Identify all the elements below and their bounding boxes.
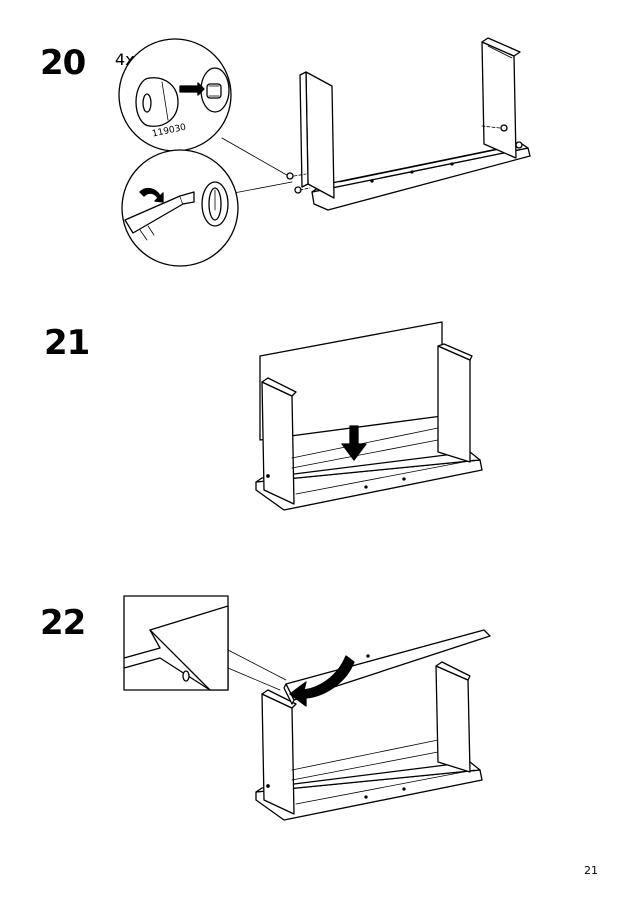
- step-22-illustration: [123, 595, 491, 821]
- curved-arrow-icon: [289, 655, 355, 707]
- cam-screw: [286, 172, 294, 180]
- step-number-20: 20: [40, 43, 86, 83]
- screwdriver-icon: [124, 181, 229, 241]
- step-number-22: 22: [40, 603, 86, 643]
- cam-screw: [500, 124, 508, 132]
- shelf-edge-detail: [123, 605, 229, 691]
- callout-leader: [221, 137, 293, 179]
- page-number: 21: [584, 864, 598, 877]
- step-21-illustration: [255, 321, 483, 511]
- down-arrow-icon: [341, 425, 367, 461]
- step-20-illustration: 119030: [118, 37, 531, 267]
- step-number-21: 21: [44, 323, 90, 363]
- cam-screw: [515, 141, 523, 149]
- step-20-frame-assembly: [286, 37, 531, 211]
- callout-leader: [227, 649, 287, 681]
- screwdriver-detail-circle: [121, 149, 239, 267]
- callout-leader: [227, 667, 281, 691]
- cam-lock-icon: [135, 67, 230, 127]
